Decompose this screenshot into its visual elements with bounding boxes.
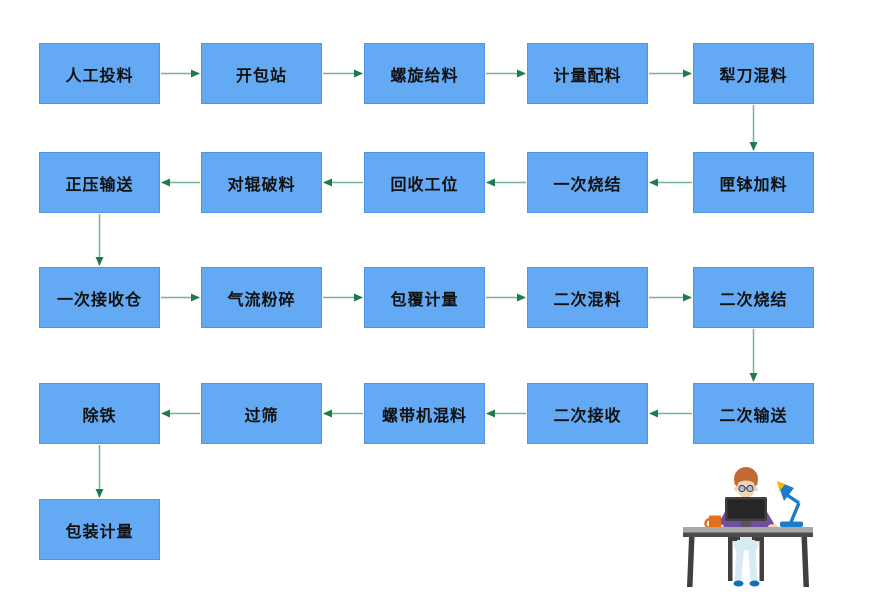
flow-node-iron-removal[interactable]: 除铁: [39, 383, 160, 444]
flow-node-secondary-mixing[interactable]: 二次混料: [527, 267, 648, 328]
flow-node-metering-batching[interactable]: 计量配料: [527, 43, 648, 104]
flow-node-plow-mixing[interactable]: 犁刀混料: [693, 43, 814, 104]
chair-and-legs: [728, 537, 764, 587]
person-at-desk-illustration: [683, 467, 813, 587]
flow-node-secondary-sintering[interactable]: 二次烧结: [693, 267, 814, 328]
flow-node-sieving[interactable]: 过筛: [201, 383, 322, 444]
glasses-icon: [738, 484, 754, 493]
flow-node-ribbon-mixer-mixing[interactable]: 螺带机混料: [364, 383, 485, 444]
flow-node-positive-pressure-conveying[interactable]: 正压输送: [39, 152, 160, 213]
monitor-icon: [725, 497, 767, 527]
flow-node-recovery-station[interactable]: 回收工位: [364, 152, 485, 213]
flow-node-unpacking-station[interactable]: 开包站: [201, 43, 322, 104]
flow-node-secondary-conveying[interactable]: 二次输送: [693, 383, 814, 444]
flow-node-coating-metering[interactable]: 包覆计量: [364, 267, 485, 328]
flow-node-primary-sintering[interactable]: 一次烧结: [527, 152, 648, 213]
flow-node-jet-milling[interactable]: 气流粉碎: [201, 267, 322, 328]
coffee-mug-icon: [704, 515, 721, 530]
flow-node-screw-feeding[interactable]: 螺旋给料: [364, 43, 485, 104]
flow-node-primary-receiving-bin[interactable]: 一次接收仓: [39, 267, 160, 328]
flow-node-roller-crushing[interactable]: 对辊破料: [201, 152, 322, 213]
flow-node-manual-feeding[interactable]: 人工投料: [39, 43, 160, 104]
flow-node-packaging-metering[interactable]: 包装计量: [39, 499, 160, 560]
flow-node-secondary-receiving[interactable]: 二次接收: [527, 383, 648, 444]
desk: [683, 527, 813, 587]
desk-lamp-icon: [777, 481, 803, 527]
flow-node-sagger-loading[interactable]: 匣钵加料: [693, 152, 814, 213]
